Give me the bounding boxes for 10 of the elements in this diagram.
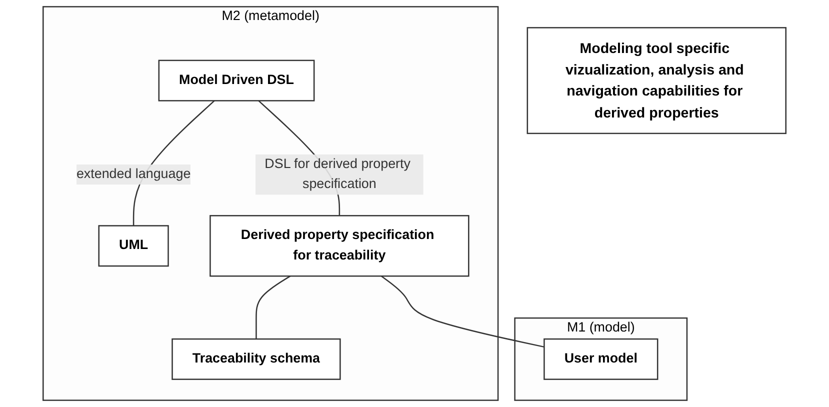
connector [256, 276, 291, 340]
node-box: Traceability schema [172, 338, 341, 380]
node-box: Model Driven DSL [158, 60, 315, 102]
edge-label: DSL for derived property specification [264, 156, 410, 192]
connector [380, 276, 544, 348]
node-box: Derived property specification for traceability [210, 215, 470, 277]
node-box: Modeling tool specific vizualization, analysis and navigation capabilities for derived properties [526, 27, 786, 134]
node-box: UML [98, 225, 169, 267]
node-box: User model [544, 338, 658, 380]
edge-label: extended language [76, 166, 191, 182]
